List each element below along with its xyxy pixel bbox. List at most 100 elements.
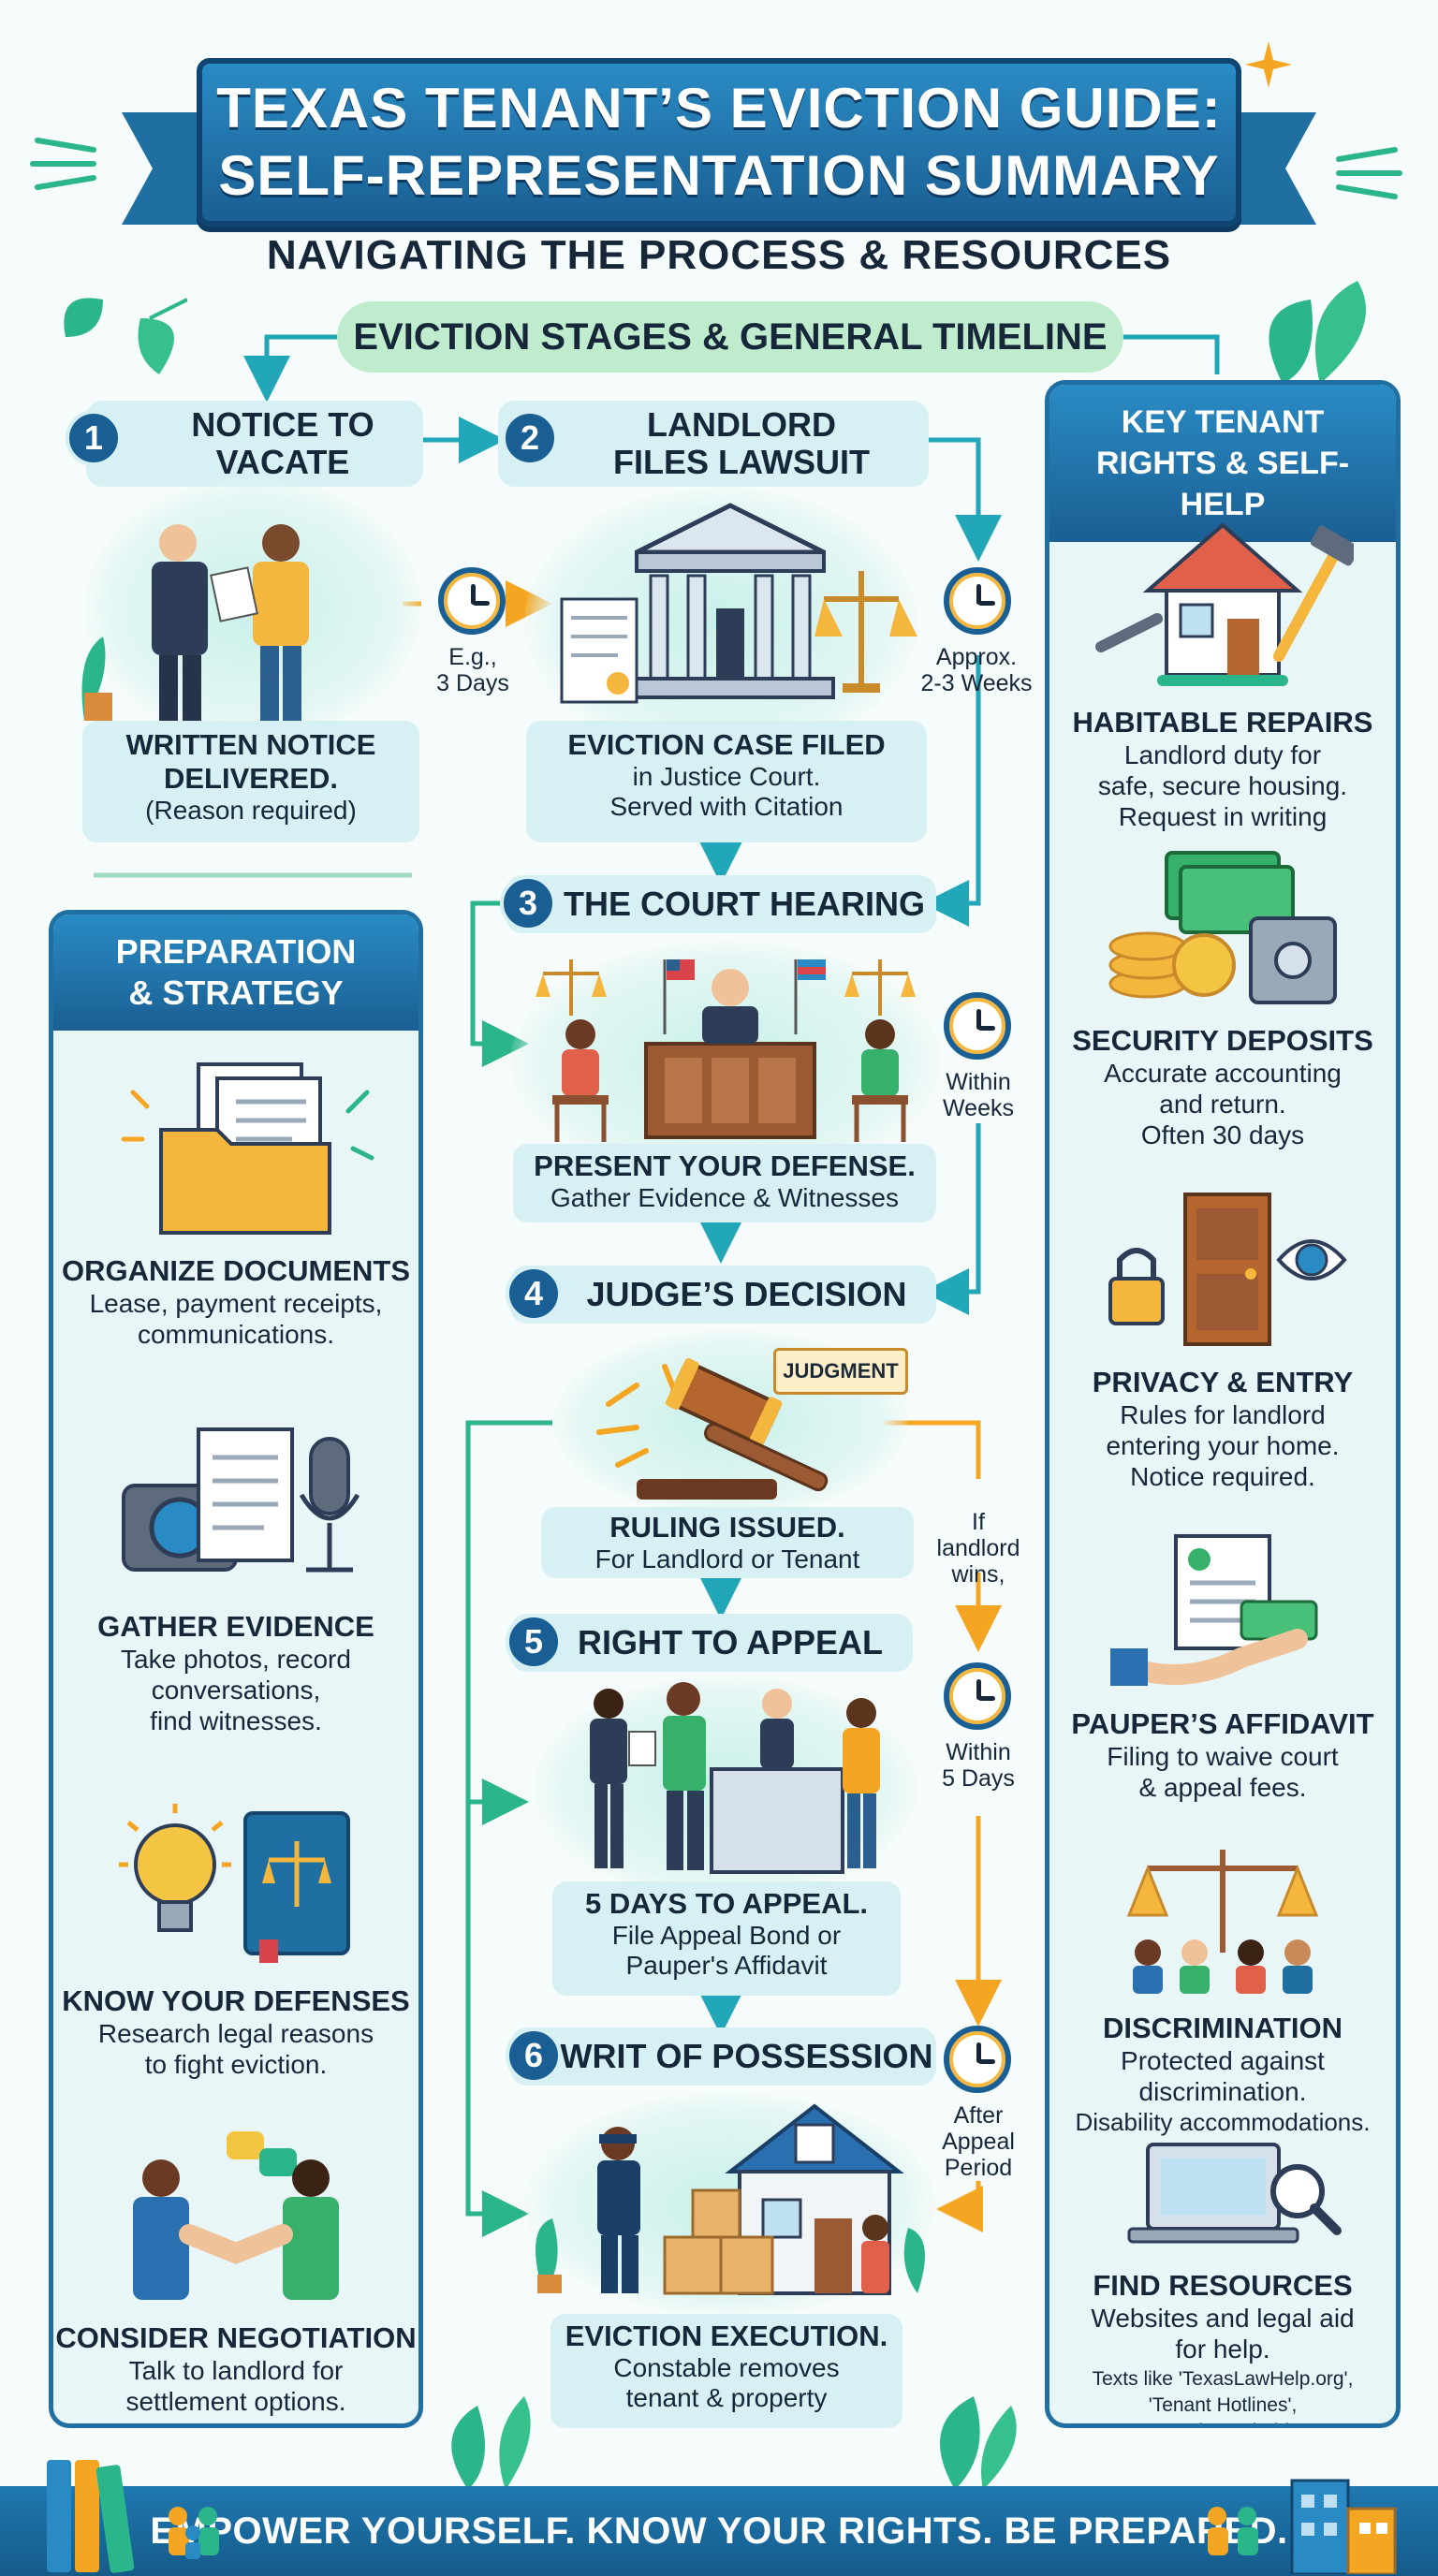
family-icon: [169, 2507, 219, 2559]
clock-icon: [944, 2026, 1011, 2093]
step-1-box: WRITTEN NOTICE DELIVERED. (Reason requir…: [82, 721, 419, 842]
constable-house-icon: [536, 2103, 925, 2295]
rights-item-2-desc1: Accurate accounting: [1104, 1059, 1342, 1088]
prep-item-know-defenses: KNOW YOUR DEFENSES Research legal reason…: [53, 1785, 418, 2080]
courtroom-icon: [536, 959, 916, 1142]
step-2-box-desc1: in Justice Court.: [632, 762, 821, 791]
timing-6: After Appeal Period: [917, 2102, 1039, 2181]
step-5-heading: RIGHT TO APPEAL: [510, 1614, 913, 1672]
laptop-magnifier-icon: [1127, 2143, 1342, 2244]
rights-item-security-deposits: SECURITY DEPOSITS Accurate accounting an…: [1049, 843, 1396, 1150]
prep-item-1-desc1: Lease, payment receipts,: [89, 1289, 383, 1318]
prep-item-4-desc2: settlement options.: [125, 2387, 346, 2416]
rights-item-find-resources: FIND RESOURCES Websites and legal aid fo…: [1049, 2135, 1396, 2423]
rights-item-6-desc1: Websites and legal aid: [1091, 2304, 1355, 2333]
step-2-number: 2: [502, 410, 558, 466]
courthouse-icon: [560, 503, 917, 704]
rights-heading-line2: RIGHTS & SELF-HELP: [1095, 446, 1350, 522]
money-safe-icon: [1108, 851, 1337, 1004]
handshake-icon: [133, 2131, 339, 2300]
step-5-box-desc1: File Appeal Bond or: [611, 1921, 842, 1950]
rights-item-discrimination: DISCRIMINATION Protected against discrim…: [1049, 1831, 1396, 2138]
clock-icon: [944, 1662, 1011, 1730]
hand-document-icon: [1110, 1534, 1318, 1686]
step-6-box-desc1: Constable removes: [613, 2353, 840, 2382]
prep-item-3-title: KNOW YOUR DEFENSES: [62, 1984, 410, 2017]
timing-3-line2: Weeks: [943, 1095, 1014, 1121]
timeline-section-label: EVICTION STAGES & GENERAL TIMELINE: [337, 301, 1123, 373]
rights-item-5-desc1: Protected against: [1121, 2046, 1325, 2075]
title-line-1: TEXAS TENANT’S EVICTION GUIDE:: [216, 77, 1222, 139]
motion-lines-icon: [1336, 147, 1402, 199]
rights-item-1-desc2: safe, secure housing.: [1097, 771, 1348, 800]
preparation-heading-line1: PREPARATION: [115, 932, 357, 971]
rights-item-2-desc2: and return.: [1159, 1090, 1286, 1119]
timing-1-line1: E.g.,: [448, 644, 497, 670]
prep-item-2-title: GATHER EVIDENCE: [97, 1610, 374, 1643]
title-line-2: SELF-REPRESENTATION SUMMARY: [218, 144, 1220, 207]
rights-item-6-desc2: for help.: [1175, 2334, 1270, 2364]
step-4-box-desc: For Landlord or Tenant: [594, 1544, 860, 1573]
rights-item-5-desc2: discrimination.: [1138, 2077, 1307, 2106]
timing-4-line3: wins,: [951, 1561, 1005, 1588]
step-5-title: RIGHT TO APPEAL: [577, 1623, 884, 1661]
step-6-box: EVICTION EXECUTION. Constable removes te…: [550, 2314, 902, 2428]
footer-text: EMPOWER YOURSELF. KNOW YOUR RIGHTS. BE P…: [150, 2510, 1288, 2552]
footer-banner: EMPOWER YOURSELF. KNOW YOUR RIGHTS. BE P…: [0, 2486, 1438, 2576]
step-1-heading: NOTICE TO VACATE: [86, 401, 423, 487]
step-2-box: EVICTION CASE FILED in Justice Court. Se…: [526, 721, 927, 842]
step-3-box: PRESENT YOUR DEFENSE. Gather Evidence & …: [513, 1144, 936, 1222]
step-3-title: THE COURT HEARING: [564, 885, 925, 923]
step-6-box-desc2: tenant & property: [625, 2383, 828, 2412]
clock-icon: [438, 567, 506, 635]
step-3-box-desc: Gather Evidence & Witnesses: [550, 1183, 899, 1212]
rights-item-privacy-entry: PRIVACY & ENTRY Rules for landlord enter…: [1049, 1185, 1396, 1492]
step-6-box-title: EVICTION EXECUTION.: [565, 2320, 888, 2352]
rights-heading: KEY TENANT RIGHTS & SELF-HELP: [1049, 385, 1396, 542]
prep-item-3-desc1: Research legal reasons: [97, 2019, 374, 2048]
rights-item-habitable-repairs: HABITABLE REPAIRS Landlord duty for safe…: [1049, 506, 1396, 832]
prep-item-4-title: CONSIDER NEGOTIATION: [55, 2321, 417, 2354]
timing-4-line2: landlord: [936, 1535, 1020, 1561]
step-3-heading: THE COURT HEARING: [506, 875, 936, 933]
rights-item-6-note2: 'Tenant Hotlines',: [1148, 2394, 1298, 2416]
step-5-box: 5 DAYS TO APPEAL. File Appeal Bond or Pa…: [552, 1881, 901, 1996]
prep-item-3-desc2: to fight eviction.: [144, 2050, 328, 2079]
rights-item-4-desc2: & appeal fees.: [1138, 1773, 1307, 1802]
leaf-decoration-icon: [64, 298, 187, 374]
camera-microphone-icon: [122, 1427, 360, 1573]
title-banner: TEXAS TENANT’S EVICTION GUIDE: SELF-REPR…: [197, 58, 1241, 227]
timing-2: Approx. 2-3 Weeks: [916, 644, 1037, 696]
timing-6-line1: After: [953, 2102, 1004, 2129]
preparation-heading-line2: & STRATEGY: [128, 973, 344, 1012]
timing-5-line2: 5 Days: [942, 1765, 1015, 1792]
step-3-box-title: PRESENT YOUR DEFENSE.: [534, 1149, 916, 1182]
sparkle-icon: [1245, 41, 1292, 88]
rights-item-3-desc3: Notice required.: [1130, 1462, 1315, 1491]
step-1-box-title: WRITTEN NOTICE DELIVERED.: [125, 728, 376, 795]
step-3-number: 3: [500, 875, 556, 931]
rights-item-5-title: DISCRIMINATION: [1102, 2012, 1343, 2044]
appeal-desk-icon: [590, 1682, 880, 1874]
step-2-title: LANDLORD FILES LAWSUIT: [613, 405, 870, 481]
rights-heading-line1: KEY TENANT: [1121, 404, 1325, 440]
judgment-sign: JUDGMENT: [773, 1348, 908, 1395]
timing-5-line1: Within: [946, 1739, 1011, 1765]
step-4-number: 4: [506, 1266, 562, 1322]
family-icon: [1208, 2507, 1258, 2555]
rights-item-6-note3: 'Local Legal Aid': [1049, 2421, 1396, 2423]
step-1-number: 1: [66, 410, 122, 466]
step-1-title: NOTICE TO VACATE: [191, 405, 374, 481]
clock-icon: [944, 567, 1011, 635]
books-icon: [37, 2452, 169, 2574]
prep-item-gather-evidence: GATHER EVIDENCE Take photos, record conv…: [53, 1411, 418, 1736]
timing-4-line1: If: [972, 1509, 985, 1535]
prep-item-1-title: ORGANIZE DOCUMENTS: [62, 1254, 410, 1287]
notice-handover-icon: [81, 524, 309, 721]
rights-item-3-desc1: Rules for landlord: [1120, 1400, 1326, 1429]
step-4-title: JUDGE’S DECISION: [586, 1275, 907, 1313]
rights-item-3-desc2: entering your home.: [1106, 1431, 1340, 1460]
rights-item-2-title: SECURITY DEPOSITS: [1072, 1024, 1373, 1057]
timing-2-line1: Approx.: [935, 644, 1018, 670]
